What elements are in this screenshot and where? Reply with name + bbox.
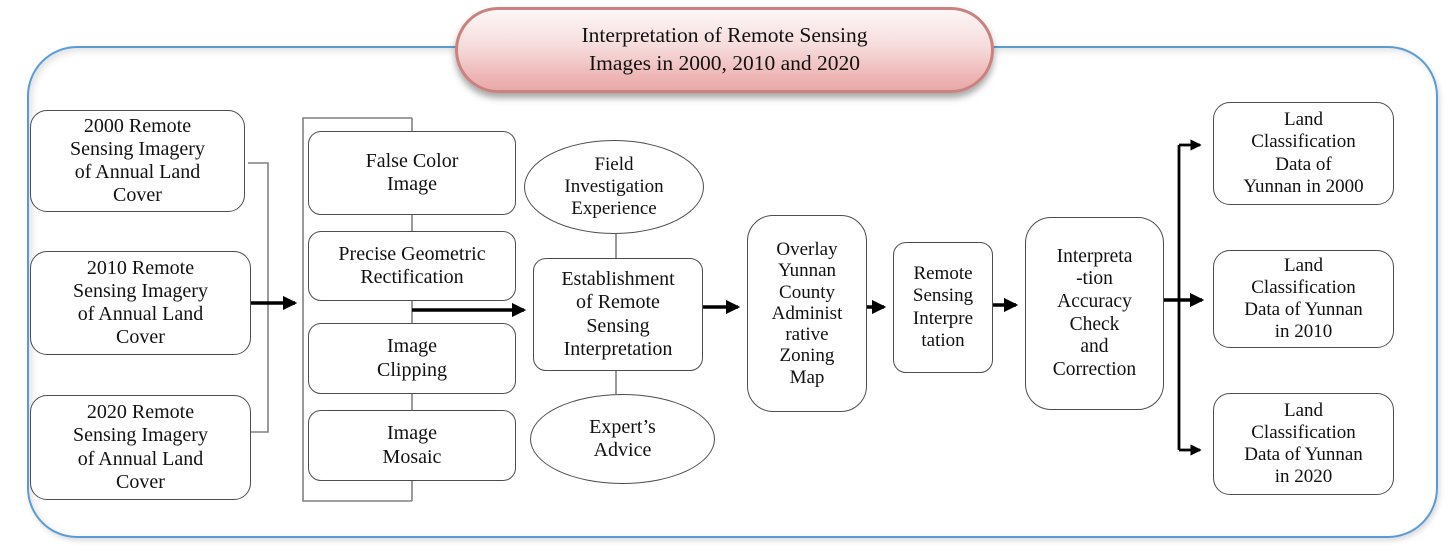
node-geometric-rectification: Precise Geometric Rectification bbox=[308, 231, 516, 301]
title-bubble: Interpretation of Remote Sensing Images … bbox=[455, 7, 994, 93]
node-false-color-image: False Color Image bbox=[308, 131, 516, 215]
node-label: Image Mosaic bbox=[382, 422, 442, 468]
node-image-clipping: Image Clipping bbox=[308, 323, 516, 394]
node-source-2020: 2020 Remote Sensing Imagery of Annual La… bbox=[30, 395, 251, 500]
node-label: 2010 Remote Sensing Imagery of Annual La… bbox=[73, 256, 208, 349]
node-remote-sensing-interpretation: Remote Sensing Interpre tation bbox=[893, 242, 993, 373]
node-label: 2000 Remote Sensing Imagery of Annual La… bbox=[70, 114, 205, 207]
node-output-2020: Land Classification Data of Yunnan in 20… bbox=[1213, 393, 1394, 495]
node-label: Land Classification Data of Yunnan in 20… bbox=[1244, 399, 1363, 488]
node-label: Image Clipping bbox=[376, 335, 447, 381]
node-label: Land Classification Data of Yunnan in 20… bbox=[1243, 109, 1364, 197]
node-label: Field Investigation Experience bbox=[564, 153, 664, 220]
node-source-2010: 2010 Remote Sensing Imagery of Annual La… bbox=[30, 251, 251, 355]
node-source-2000: 2000 Remote Sensing Imagery of Annual La… bbox=[30, 110, 245, 212]
node-label: Land Classification Data of Yunnan in 20… bbox=[1244, 254, 1363, 343]
node-experts-advice: Expert’s Advice bbox=[530, 394, 715, 484]
node-field-investigation-experience: Field Investigation Experience bbox=[524, 140, 704, 234]
sources-bracket-line bbox=[248, 162, 269, 433]
node-label: Interpreta -tion Accuracy Check and Corr… bbox=[1052, 245, 1137, 380]
node-establishment-interpretation: Establishment of Remote Sensing Interpre… bbox=[533, 258, 703, 371]
figure-title: Interpretation of Remote Sensing Images … bbox=[581, 23, 868, 75]
node-label: Remote Sensing Interpre tation bbox=[912, 263, 974, 351]
node-accuracy-check-correction: Interpreta -tion Accuracy Check and Corr… bbox=[1025, 217, 1164, 410]
node-label: 2020 Remote Sensing Imagery of Annual La… bbox=[73, 401, 208, 493]
node-overlay-zoning-map: Overlay Yunnan County Administ rative Zo… bbox=[747, 215, 867, 412]
node-output-2010: Land Classification Data of Yunnan in 20… bbox=[1213, 250, 1394, 348]
node-label: Precise Geometric Rectification bbox=[338, 242, 486, 288]
node-label: Expert’s Advice bbox=[589, 415, 656, 461]
node-image-mosaic: Image Mosaic bbox=[308, 410, 516, 481]
preprocessing-loop-line bbox=[302, 117, 412, 502]
node-output-2000: Land Classification Data of Yunnan in 20… bbox=[1213, 102, 1394, 205]
node-label: Establishment of Remote Sensing Interpre… bbox=[561, 268, 675, 360]
node-label: Overlay Yunnan County Administ rative Zo… bbox=[771, 239, 843, 388]
node-label: False Color Image bbox=[365, 149, 459, 195]
